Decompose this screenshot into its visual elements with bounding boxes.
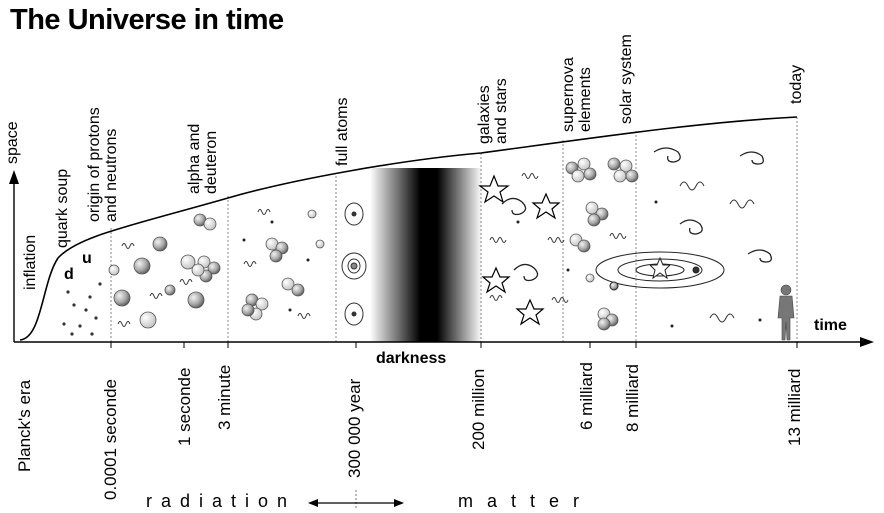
quark-label-u: u	[82, 250, 92, 267]
timeline-label-1-seconde: 1 seconde	[175, 367, 194, 446]
galaxies	[501, 147, 772, 282]
era-arrow-left	[308, 499, 318, 507]
timeline-label-200-million: 200 million	[469, 368, 488, 450]
era-arrow-right	[394, 499, 404, 507]
epoch-label-supernova: supernova elements	[560, 57, 594, 132]
timeline-label-6-milliard: 6 milliard	[577, 361, 596, 430]
timeline-label-3-minute: 3 minute	[215, 364, 234, 430]
radiation-squiggles	[117, 173, 755, 327]
epoch-label-full-atoms: full atoms	[334, 97, 351, 166]
scatter-dots	[242, 200, 762, 328]
timeline-ticks	[110, 342, 798, 348]
element-clusters	[565, 157, 639, 331]
y-axis-label: space	[4, 121, 21, 164]
epoch-label-galaxies-stars: galaxies and stars	[476, 78, 510, 144]
x-axis-label: time	[814, 317, 847, 334]
epoch-label-today: today	[788, 64, 805, 104]
timeline-label-plancks-era: Planck's era	[15, 379, 34, 472]
epoch-label-quark-soup: quark soup	[54, 168, 71, 248]
timeline-label-0-0001-seconde: 0.0001 seconde	[101, 379, 120, 500]
stars	[478, 174, 561, 326]
nucleon-particles	[108, 236, 205, 329]
timeline-label-13-milliard: 13 milliard	[785, 368, 804, 446]
darkness-label: darkness	[376, 350, 447, 367]
alpha-clusters	[191, 209, 325, 321]
atoms	[341, 202, 367, 326]
expansion-curve	[19, 116, 798, 341]
diagram-title: The Universe in time	[10, 4, 284, 36]
epoch-label-inflation: inflation	[22, 234, 39, 290]
epoch-label-alpha-deuteron: alpha and deuteron	[186, 123, 220, 194]
solar-system	[595, 251, 725, 291]
x-axis-arrow	[860, 337, 874, 347]
era-label-radiation: radiation	[146, 491, 297, 511]
epoch-label-solar-system: solar system	[618, 34, 635, 124]
timeline-label-8-milliard: 8 milliard	[623, 363, 642, 432]
quark-dots	[62, 282, 102, 336]
darkness-band	[370, 168, 482, 342]
y-axis-arrow	[9, 170, 19, 184]
quark-label-d: d	[64, 266, 74, 283]
epoch-label-protons-neutrons: origin of protons and neutrons	[86, 107, 120, 222]
era-label-matter: matter	[458, 491, 594, 511]
human-figure-icon	[777, 284, 795, 341]
timeline-label-300000-year: 300 000 year	[345, 378, 364, 478]
